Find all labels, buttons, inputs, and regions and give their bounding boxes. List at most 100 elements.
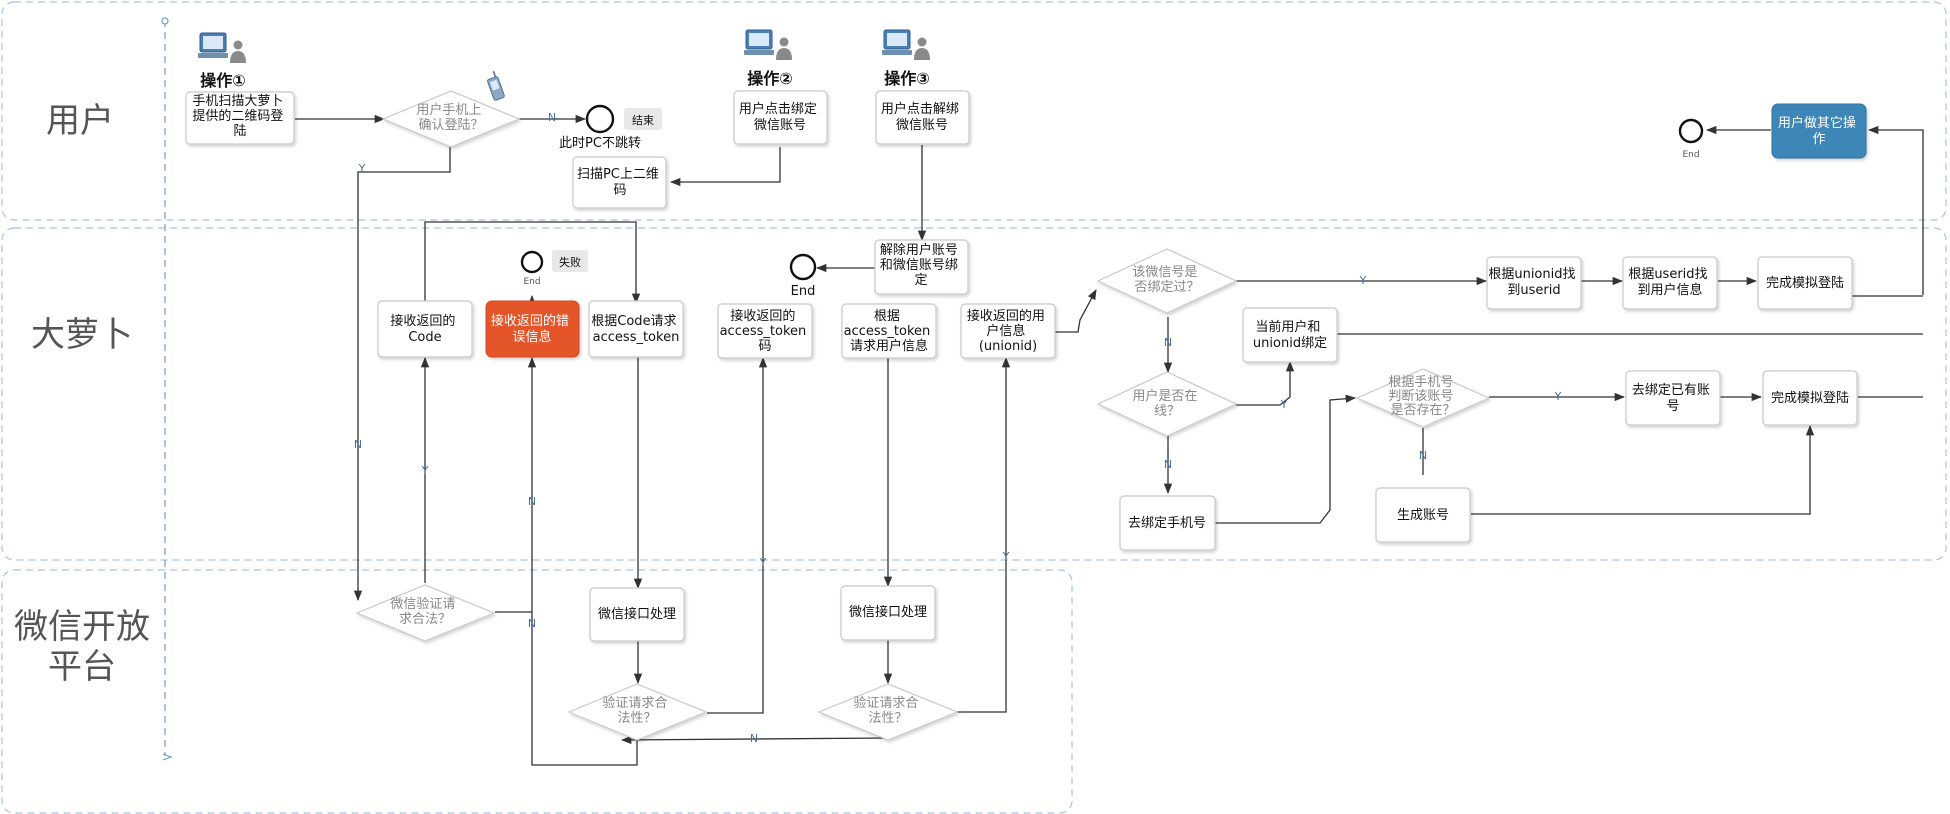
edge-labels: N Y N Y N N Y Y N Y N Y N Y N <box>354 111 1562 745</box>
node-sim-login-2: 完成模拟登陆 <box>1762 370 1858 426</box>
node-req-token: 根据Code请求 access_token <box>588 300 684 358</box>
node-unbind-process: 解除用户账号 和微信账号绑 定 <box>874 239 969 295</box>
edge-label-yes: Y <box>1280 398 1288 411</box>
svg-text:接收返回的用 户信息 (unioni: 接收返回的用 户信息 (unionid) <box>967 308 1049 354</box>
operation-2-label: 操作② <box>747 69 793 88</box>
operation-3-label: 操作③ <box>884 69 930 88</box>
svg-text:根据 access_token 请求: 根据 access_token 请求用户信息 <box>844 309 935 354</box>
node-gen-account: 生成账号 <box>1375 487 1471 543</box>
node-sim-login-1: 完成模拟登陆 <box>1757 256 1853 310</box>
end-event-no-redirect: 结束 此时PC不跳转 <box>559 104 662 151</box>
node-recv-userinfo: 接收返回的用 户信息 (unionid) <box>960 303 1056 359</box>
edge-label-no: N <box>528 495 536 508</box>
end-event-mid: End <box>789 253 817 299</box>
edge-label-no: N <box>1164 458 1172 471</box>
decision-verify-1: 验证请求合 法性？ <box>567 683 708 741</box>
node-find-userid: 根据unionid找 到userid <box>1486 256 1582 310</box>
divider-end-arrow <box>162 753 173 761</box>
node-recv-code: 接收返回的 Code <box>377 300 473 358</box>
svg-text:根据Code请求 access_token: 根据Code请求 access_token <box>591 314 680 345</box>
edge-label-no: N <box>548 111 556 124</box>
svg-text:结束: 结束 <box>632 114 654 127</box>
edge-label-yes: Y <box>358 162 366 175</box>
decision-verify-req: 微信验证请 求合法？ <box>355 584 496 642</box>
node-bind-click: 用户点击绑定 微信账号 <box>733 90 828 145</box>
edge-label-yes: Y <box>421 464 429 477</box>
svg-text:去绑定手机号: 去绑定手机号 <box>1128 516 1206 531</box>
decision-is-bound: 该微信号是 否绑定过？ <box>1096 248 1238 314</box>
edge-label-no: N <box>1419 449 1427 462</box>
svg-text:完成模拟登陆: 完成模拟登陆 <box>1771 390 1849 406</box>
node-cur-user-bind: 当前用户和 unionid绑定 <box>1242 307 1338 363</box>
pc-user-icon <box>197 32 247 64</box>
svg-text:完成模拟登陆: 完成模拟登陆 <box>1766 275 1844 291</box>
decision-confirm-login: 用户手机上 确认登陆？ <box>381 90 521 148</box>
node-user-other: 用户做其它操 作 <box>1771 103 1867 159</box>
svg-text:验证请求合 法性？: 验证请求合 法性？ <box>853 695 922 726</box>
edge-label-no: N <box>1164 336 1172 349</box>
svg-text:该微信号是 否绑定过？: 该微信号是 否绑定过？ <box>1132 265 1201 295</box>
node-recv-token: 接收返回的 access_token 码 <box>717 303 813 359</box>
svg-text:用户是否在 线？: 用户是否在 线？ <box>1132 388 1201 419</box>
svg-text:扫描PC上二维 码: 扫描PC上二维 码 <box>577 167 663 198</box>
svg-text:失败: 失败 <box>559 255 581 269</box>
node-wx-proc-1: 微信接口处理 <box>589 587 685 642</box>
decision-is-online: 用户是否在 线？ <box>1096 371 1238 437</box>
svg-text:去绑定已有账 号: 去绑定已有账 号 <box>1632 383 1714 414</box>
svg-text:用户手机上 确认登陆？: 用户手机上 确认登陆？ <box>416 102 485 133</box>
edge-label-no: N <box>750 732 758 745</box>
swimlane-daluobo <box>1 227 1947 561</box>
node-wx-proc-2: 微信接口处理 <box>840 585 936 641</box>
lane-title-daluobo: 大萝卜 <box>31 315 133 355</box>
mobile-phone-icon <box>487 71 505 101</box>
edge-label-no: N <box>528 617 536 630</box>
node-scan-pc-qr: 扫描PC上二维 码 <box>572 156 667 209</box>
svg-text:生成账号: 生成账号 <box>1397 508 1449 523</box>
decision-check-phone: 根据手机号 判断该账号 是否存在？ <box>1355 368 1491 428</box>
svg-text:手机扫描大萝卜 提供的二维码登 陆: 手机扫描大萝卜 提供的二维码登 陆 <box>192 94 287 139</box>
fail-tag <box>552 250 588 272</box>
svg-text:End: End <box>523 277 540 287</box>
node-unbind-click: 用户点击解绑 微信账号 <box>875 90 970 145</box>
svg-text:用户做其它操 作: 用户做其它操 作 <box>1778 115 1860 147</box>
node-find-info: 根据userid找 到用户信息 <box>1622 256 1718 310</box>
pc-user-icon <box>743 29 793 61</box>
svg-text:接收返回的 Code: 接收返回的 Code <box>390 313 459 345</box>
end-event-small: End <box>1678 118 1704 160</box>
svg-text:解除用户账号 和微信账号绑 定: 解除用户账号 和微信账号绑 定 <box>880 242 962 288</box>
edge-label-yes: Y <box>1359 274 1367 287</box>
node-bind-phone: 去绑定手机号 <box>1119 495 1216 551</box>
pc-user-icon <box>881 29 931 61</box>
svg-text:用户点击绑定 微信账号: 用户点击绑定 微信账号 <box>739 101 821 133</box>
lane-title-wechat-line2: 平台 <box>48 647 116 687</box>
lane-title-wechat-line1: 微信开放 <box>14 607 150 647</box>
lane-title-user: 用户 <box>46 101 114 141</box>
svg-text:根据userid找 到用户信息: 根据userid找 到用户信息 <box>1628 267 1711 298</box>
operation-1-label: 操作① <box>200 71 246 90</box>
svg-text:用户点击解绑 微信账号: 用户点击解绑 微信账号 <box>881 101 963 133</box>
end-event-fail: End 失败 <box>520 250 588 287</box>
svg-text:验证请求合 法性？: 验证请求合 法性？ <box>602 695 671 726</box>
svg-text:接收返回的 access_token: 接收返回的 access_token 码 <box>720 308 811 354</box>
svg-text:微信验证请 求合法？: 微信验证请 求合法？ <box>390 596 459 627</box>
node-scan-qr: 手机扫描大萝卜 提供的二维码登 陆 <box>185 91 295 145</box>
edge-label-yes: Y <box>1554 390 1562 403</box>
svg-text:End: End <box>791 284 816 299</box>
node-recv-error: 接收返回的错 误信息 <box>485 300 580 358</box>
connectors <box>295 114 1924 766</box>
svg-text:接收返回的错 误信息: 接收返回的错 误信息 <box>491 313 573 345</box>
svg-text:End: End <box>1682 150 1699 160</box>
svg-text:根据手机号 判断该账号 是否存在？: 根据手机号 判断该账号 是否存在？ <box>1388 375 1457 418</box>
svg-text:当前用户和 unionid绑定: 当前用户和 unionid绑定 <box>1253 319 1327 351</box>
end-note: 此时PC不跳转 <box>559 136 641 151</box>
svg-text:根据unionid找 到userid: 根据unionid找 到userid <box>1488 267 1579 298</box>
node-req-userinfo: 根据 access_token 请求用户信息 <box>841 303 937 359</box>
node-bind-existing: 去绑定已有账 号 <box>1625 370 1721 426</box>
edge-label-no: N <box>354 438 362 451</box>
decision-verify-2: 验证请求合 法性？ <box>817 683 959 741</box>
swimlane-wechat <box>1 569 1073 814</box>
svg-text:微信接口处理: 微信接口处理 <box>598 606 676 622</box>
swimlane-user <box>1 1 1947 221</box>
